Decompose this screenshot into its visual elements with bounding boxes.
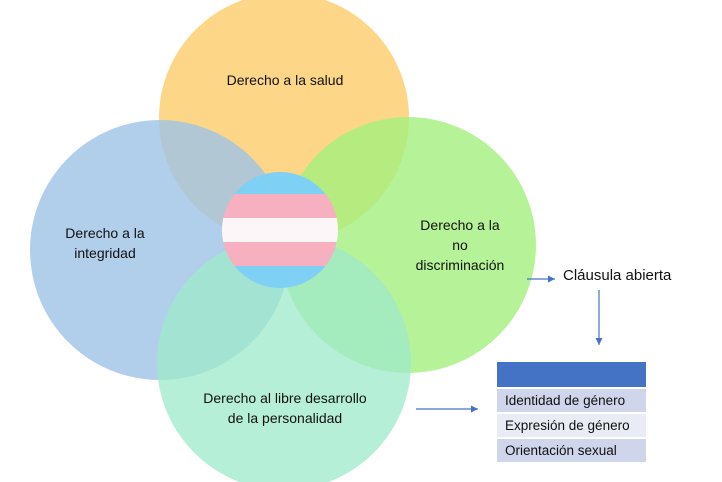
label-line: Derecho a la <box>420 217 500 233</box>
criteria-table: Identidad de género Expresión de género … <box>497 362 646 464</box>
table-row: Orientación sexual <box>497 439 646 462</box>
label-no-discriminacion: Derecho a la no discriminación <box>395 215 525 275</box>
label-line: no <box>452 237 468 253</box>
label-line: integridad <box>74 245 136 261</box>
table-row: Identidad de género <box>497 389 646 412</box>
label-line: discriminación <box>415 257 505 273</box>
label-libre-desarrollo: Derecho al libre desarrollo de la persona… <box>185 388 385 428</box>
label-line: Derecho al libre desarrollo <box>203 390 367 406</box>
circle-libre-desarrollo <box>157 236 411 482</box>
label-line: de la personalidad <box>227 410 343 426</box>
label-integridad: Derecho a la integridad <box>50 223 160 263</box>
label-line: Derecho a la <box>65 225 145 241</box>
table-header <box>497 362 646 387</box>
clausula-abierta-label: Cláusula abierta <box>563 267 672 284</box>
table-row: Expresión de género <box>497 414 646 437</box>
trans-flag-icon <box>222 172 338 288</box>
label-salud: Derecho a la salud <box>226 72 344 88</box>
